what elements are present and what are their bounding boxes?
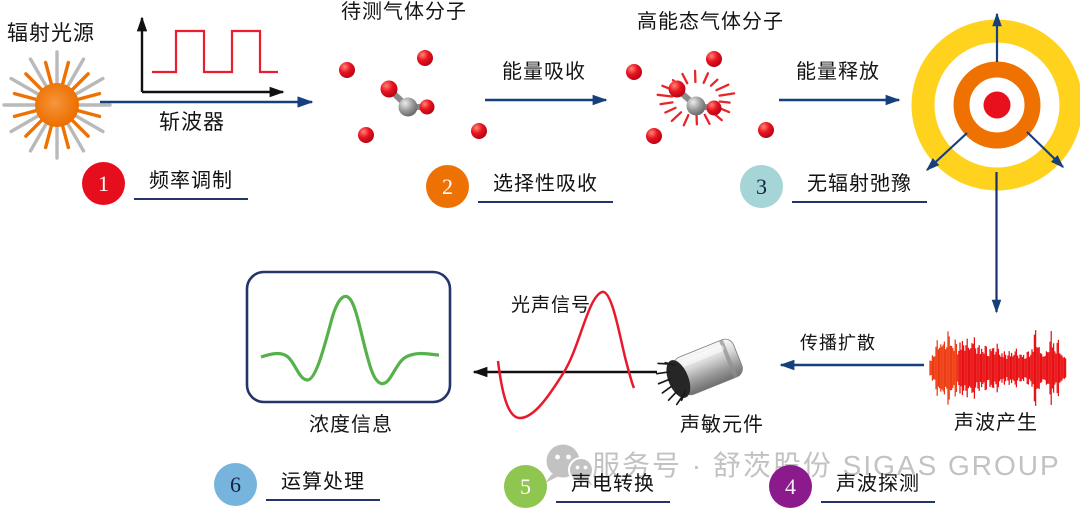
chopper-label: 斩波器: [159, 110, 225, 134]
target-radiating-arrows: [925, 12, 1064, 314]
step-3-nonradiative-relaxation: 3 无辐射弛豫: [740, 165, 927, 208]
step-6-badge: 6: [214, 463, 257, 506]
energy-release-label: 能量释放: [796, 61, 880, 83]
step-4-badge: 4: [769, 465, 812, 508]
microphone-label: 声敏元件: [680, 414, 764, 436]
energy-absorb-label: 能量吸收: [502, 61, 586, 83]
step-4-label: 声波探测: [821, 467, 935, 503]
step-6-label: 运算处理: [266, 465, 380, 501]
step-1-badge: 1: [82, 162, 125, 205]
excited-molecules-group: [626, 51, 774, 144]
step-2-badge: 2: [426, 165, 469, 208]
watermark-text: 服务号 · 舒茨股份 SIGAS GROUP: [592, 450, 1061, 481]
step-5-label: 声电转换: [556, 467, 670, 503]
propagation-label: 传播扩散: [800, 333, 876, 353]
gas-molecules-group: [339, 50, 487, 143]
pa-signal-sine: [496, 290, 636, 420]
pa-signal-label: 光声信号: [511, 295, 592, 316]
gas-title: 待测气体分子: [341, 1, 467, 23]
pressure-wave-target: [911, 12, 1080, 314]
excited-co2-molecule: [668, 80, 722, 116]
watermark: 服务号 · 舒茨股份 SIGAS GROUP: [592, 444, 1061, 484]
step-5-badge: 5: [504, 465, 547, 508]
step-6-computation-processing: 6 运算处理: [214, 463, 380, 506]
concentration-curve: [260, 294, 440, 386]
co2-molecule: [380, 80, 435, 117]
step-1-label: 频率调制: [134, 164, 248, 200]
source-title: 辐射光源: [7, 21, 95, 45]
step-4-soundwave-detection: 4 声波探测: [769, 465, 935, 508]
excited-title: 高能态气体分子: [637, 11, 784, 33]
soundwave-bars: [929, 330, 1067, 406]
microphone-graphic: [655, 338, 743, 406]
step-1-frequency-modulation: 1 频率调制: [82, 162, 248, 205]
step-2-selective-absorption: 2 选择性吸收: [426, 165, 613, 208]
concentration-box: [245, 270, 452, 404]
step-3-label: 无辐射弛豫: [792, 167, 927, 203]
radiation-source-starburst: [2, 50, 112, 160]
soundwave-label: 声波产生: [954, 412, 1038, 434]
square-wave: [152, 29, 278, 74]
step-3-badge: 3: [740, 165, 783, 208]
step-2-label: 选择性吸收: [478, 167, 613, 203]
wechat-icon: [545, 444, 594, 486]
concentration-label: 浓度信息: [309, 414, 393, 436]
chopper-signal-plot: [136, 16, 285, 98]
step-5-acoustoelectric-conversion: 5 声电转换: [504, 465, 670, 508]
